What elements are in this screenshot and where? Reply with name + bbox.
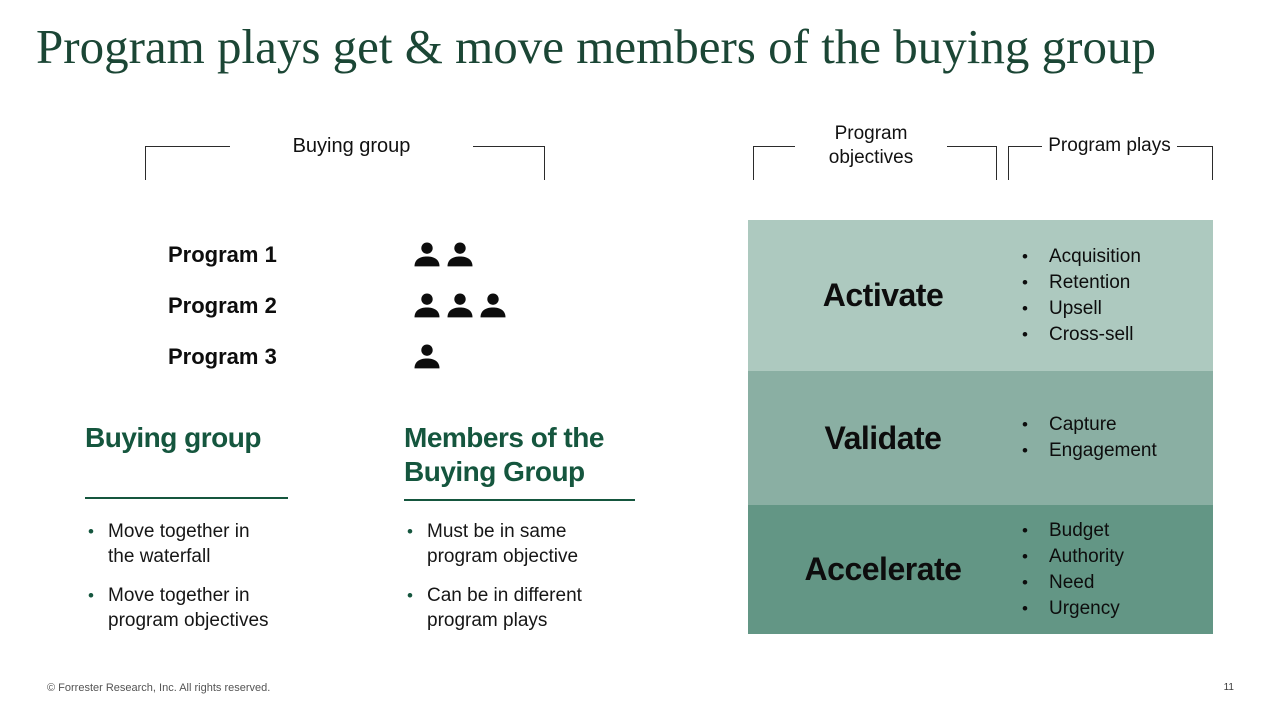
program-row: Program 1 [168,229,568,280]
objective-label: Validate [824,419,942,456]
program-plays-bracket-label: Program plays [1048,135,1171,156]
bracket-line [753,146,795,180]
program-plays-bracket: Program plays [1008,135,1213,180]
members-heading: Members of the Buying Group [404,422,604,487]
play-item: Need [1022,570,1213,596]
program-member-list: Program 1 Program 2 [168,229,568,382]
program-label: Program 2 [168,292,277,318]
bullet-item: Can be in different program plays [404,583,604,633]
copyright-text: © Forrester Research, Inc. All rights re… [47,682,271,694]
program-member-icons [413,242,474,267]
page-number: 11 [1223,682,1234,693]
play-item: Engagement [1022,438,1213,464]
program-objectives-bracket: Program objectives [753,123,997,194]
program-row: Program 3 [168,331,568,382]
buying-group-bracket: Buying group [145,135,545,180]
program-member-icons [413,344,441,369]
person-icon [480,293,506,318]
bullet-item: Move together in program objectives [85,583,275,633]
buying-group-bracket-label: Buying group [292,135,411,157]
program-member-icons [413,293,507,318]
bullet-item: Move together in the waterfall [85,519,275,569]
person-icon [447,242,473,267]
buying-group-bullet-list: Move together in the waterfall Move toge… [85,519,275,647]
bracket-line [1008,146,1042,180]
objective-cell: Accelerate [748,505,1018,634]
play-item: Acquisition [1022,244,1213,270]
objective-row-validate: Validate Capture Engagement [748,371,1213,505]
plays-list: Capture Engagement [1018,371,1213,505]
bracket-line [947,146,997,180]
person-icon [414,344,440,369]
person-icon [414,242,440,267]
person-icon [414,293,440,318]
plays-list: Acquisition Retention Upsell Cross-sell [1018,220,1213,371]
buying-group-heading: Buying group [85,422,261,453]
objective-row-accelerate: Accelerate Budget Authority Need Urgency [748,505,1213,634]
program-objectives-bracket-label: Program objectives [828,123,914,168]
objective-cell: Validate [748,371,1018,505]
program-label: Program 3 [168,343,277,369]
bracket-line [145,146,230,180]
bracket-line [1177,146,1213,180]
heading-underline [85,497,288,499]
play-item: Cross-sell [1022,322,1213,348]
program-label: Program 1 [168,241,277,267]
slide-title: Program plays get & move members of the … [36,19,1156,74]
play-item: Authority [1022,544,1213,570]
objective-label: Accelerate [804,551,962,587]
play-item: Capture [1022,412,1213,438]
play-item: Urgency [1022,596,1213,622]
objective-cell: Activate [748,220,1018,371]
bullet-item: Must be in same program objective [404,519,604,569]
members-bullet-list: Must be in same program objective Can be… [404,519,604,647]
objective-label: Activate [822,277,944,313]
bracket-line [473,146,545,180]
objectives-panel: Activate Acquisition Retention Upsell Cr… [748,220,1213,634]
program-row: Program 2 [168,280,568,331]
plays-list: Budget Authority Need Urgency [1018,505,1213,634]
play-item: Budget [1022,518,1213,544]
play-item: Retention [1022,270,1213,296]
person-icon [447,293,473,318]
objective-row-activate: Activate Acquisition Retention Upsell Cr… [748,220,1213,371]
heading-underline [404,499,635,501]
play-item: Upsell [1022,296,1213,322]
